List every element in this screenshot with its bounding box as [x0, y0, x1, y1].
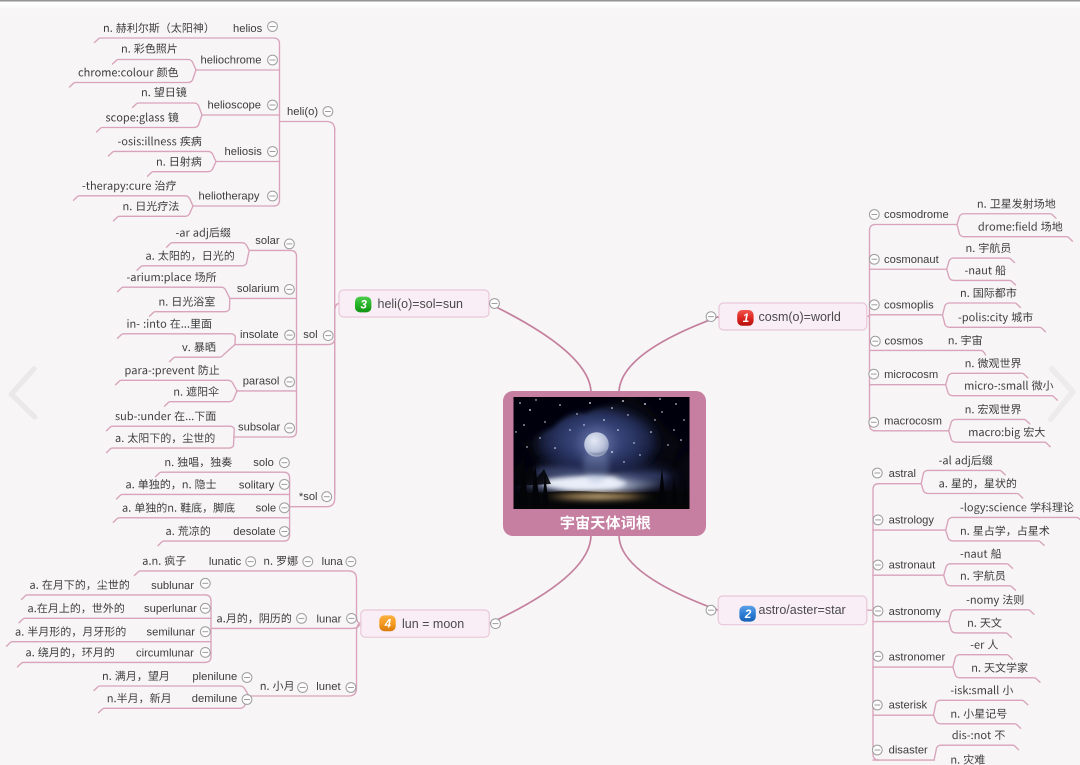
svg-text:cosmoplis: cosmoplis — [884, 299, 934, 311]
svg-text:4: 4 — [384, 619, 392, 631]
svg-text:lunar: lunar — [317, 613, 342, 625]
svg-text:microcosm: microcosm — [884, 369, 938, 381]
svg-text:astral: astral — [889, 468, 916, 480]
svg-text:heliosis: heliosis — [225, 146, 263, 158]
svg-text:solo: solo — [253, 457, 274, 469]
svg-text:heliotherapy: heliotherapy — [199, 191, 260, 203]
svg-text:parasol: parasol — [243, 375, 280, 387]
svg-text:demilune: demilune — [192, 693, 237, 705]
svg-text:subsolar: subsolar — [238, 422, 281, 434]
svg-text:astrology: astrology — [889, 515, 935, 527]
svg-text:helios: helios — [233, 23, 263, 35]
svg-text:cosmonaut: cosmonaut — [884, 254, 940, 266]
svg-text:asterisk: asterisk — [889, 700, 928, 712]
svg-text:astronaut: astronaut — [889, 560, 937, 572]
svg-text:astro/aster=star: astro/aster=star — [759, 603, 846, 617]
svg-text:3: 3 — [360, 300, 367, 312]
svg-text:cosm(o)=world: cosm(o)=world — [759, 310, 841, 324]
svg-text:sublunar: sublunar — [151, 580, 194, 592]
svg-text:heli(o)=sol=sun: heli(o)=sol=sun — [378, 297, 464, 311]
svg-text:superlunar: superlunar — [144, 603, 197, 615]
svg-text:*sol: *sol — [299, 491, 318, 503]
svg-text:circumlunar: circumlunar — [136, 647, 194, 659]
svg-text:heli(o): heli(o) — [287, 106, 318, 118]
svg-text:2: 2 — [744, 609, 752, 621]
svg-text:solar: solar — [255, 235, 280, 247]
svg-text:helioscope: helioscope — [208, 100, 262, 112]
svg-text:desolate: desolate — [233, 526, 275, 538]
svg-text:lunet: lunet — [316, 681, 341, 693]
svg-text:insolate: insolate — [240, 329, 279, 341]
svg-text:solarium: solarium — [237, 283, 279, 295]
svg-text:astronomer: astronomer — [889, 652, 946, 664]
svg-text:macrocosm: macrocosm — [884, 415, 942, 427]
svg-text:sol: sol — [303, 329, 317, 341]
svg-text:solitary: solitary — [239, 479, 275, 491]
svg-text:disaster: disaster — [889, 745, 928, 757]
svg-text:semilunar: semilunar — [147, 627, 196, 639]
svg-text:plenilune: plenilune — [192, 671, 237, 683]
svg-text:cosmodrome: cosmodrome — [884, 209, 949, 221]
svg-text:heliochrome: heliochrome — [201, 55, 262, 67]
svg-text:sole: sole — [256, 503, 277, 515]
svg-text:astronomy: astronomy — [889, 606, 942, 618]
svg-text:lun = moon: lun = moon — [402, 617, 464, 631]
svg-text:luna: luna — [322, 556, 344, 568]
svg-text:1: 1 — [743, 313, 749, 325]
svg-text:cosmos: cosmos — [885, 335, 924, 347]
svg-text:lunatic: lunatic — [209, 556, 242, 568]
